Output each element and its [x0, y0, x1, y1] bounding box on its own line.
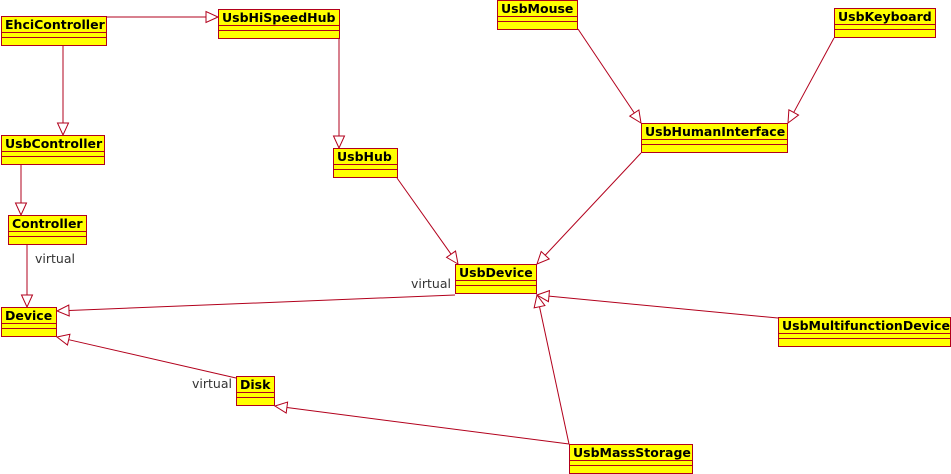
edge-line [539, 306, 570, 445]
inheritance-edge-usbhub-to-usbdevice [396, 177, 459, 265]
inheritance-edge-usbkeyboard-to-usbhumaninterface [787, 37, 835, 125]
class-name: Controller [9, 216, 86, 232]
inheritance-edge-ehcicontroller-to-usbcontroller [56, 46, 70, 137]
attributes-compartment [456, 281, 536, 286]
inheritance-edge-usbmassstorage-to-usbdevice [533, 293, 570, 445]
inheritance-edge-ehcicontroller-to-usbhispeedhub [107, 10, 220, 24]
class-usb-mouse[interactable]: UsbMouse [497, 0, 578, 30]
generalization-arrowhead [14, 202, 28, 217]
attributes-compartment [219, 26, 339, 31]
operations-compartment [2, 38, 106, 42]
operations-compartment [237, 398, 274, 402]
edge-line [68, 339, 237, 379]
generalization-arrowhead [55, 304, 70, 317]
class-name: EhciController [2, 17, 106, 33]
class-usb-controller[interactable]: UsbController [1, 135, 105, 165]
class-name: Disk [237, 377, 274, 393]
operations-compartment [334, 170, 397, 174]
class-usb-hub[interactable]: UsbHub [333, 148, 398, 178]
operations-compartment [779, 339, 950, 343]
attributes-compartment [498, 17, 577, 22]
edge-line [68, 294, 456, 312]
generalization-arrowhead [332, 135, 346, 150]
inheritance-edge-usbmassstorage-to-disk [273, 401, 570, 445]
class-name: Device [2, 308, 56, 324]
inheritance-edge-usbhispeedhub-to-usbhub [332, 38, 346, 150]
operations-compartment [2, 157, 104, 161]
class-name: UsbMassStorage [570, 445, 692, 461]
operations-compartment [9, 237, 86, 241]
class-disk[interactable]: Disk [236, 376, 275, 406]
generalization-arrowhead [273, 401, 289, 414]
edge-line [286, 407, 570, 445]
attributes-compartment [2, 324, 56, 329]
class-usb-human-interface[interactable]: UsbHumanInterface [641, 123, 788, 153]
attributes-compartment [642, 140, 787, 145]
operations-compartment [570, 466, 692, 470]
inheritance-edge-usbmultifunctiondevice-to-usbdevice [535, 289, 779, 319]
inheritance-edge-usbcontroller-to-controller [14, 165, 28, 217]
operations-compartment [835, 30, 935, 34]
operations-compartment [219, 31, 339, 35]
attributes-compartment [2, 152, 104, 157]
edge-line [396, 177, 452, 255]
attributes-compartment [9, 232, 86, 237]
edge-line [793, 37, 835, 113]
generalization-arrowhead [55, 333, 71, 346]
edge-line [544, 152, 642, 256]
generalization-arrowhead [535, 289, 551, 303]
attributes-compartment [835, 25, 935, 30]
generalization-arrowhead [536, 250, 551, 265]
inheritance-edge-usbmouse-to-usbhumaninterface [577, 28, 642, 124]
inheritance-edge-usbhumaninterface-to-usbdevice [536, 152, 642, 265]
class-ehci-controller[interactable]: EhciController [1, 16, 107, 46]
class-name: UsbMultifunctionDevice [779, 318, 950, 334]
class-usb-multifunction-device[interactable]: UsbMultifunctionDevice [778, 317, 951, 347]
attributes-compartment [779, 334, 950, 339]
class-usb-hi-speed-hub[interactable]: UsbHiSpeedHub [218, 9, 340, 39]
attributes-compartment [237, 393, 274, 398]
edge-line [548, 295, 779, 319]
class-usb-mass-storage[interactable]: UsbMassStorage [569, 444, 693, 474]
class-name: UsbHiSpeedHub [219, 10, 339, 26]
class-controller[interactable]: Controller [8, 215, 87, 245]
generalization-arrowhead [787, 109, 800, 125]
attributes-compartment [2, 33, 106, 38]
class-name: UsbDevice [456, 265, 536, 281]
generalization-arrowhead [628, 109, 642, 124]
operations-compartment [456, 286, 536, 290]
inheritance-edge-disk-to-device [55, 333, 237, 379]
edge-label-usb-device-device: virtual [411, 276, 451, 291]
class-usb-device[interactable]: UsbDevice [455, 264, 537, 294]
edge-label-disk-device: virtual [192, 376, 232, 391]
operations-compartment [2, 329, 56, 333]
generalization-arrowhead [445, 250, 459, 265]
attributes-compartment [570, 461, 692, 466]
generalization-arrowhead [20, 294, 34, 309]
class-name: UsbHumanInterface [642, 124, 787, 140]
operations-compartment [642, 145, 787, 149]
generalization-arrowhead [56, 122, 70, 137]
generalization-arrowhead [205, 10, 220, 24]
inheritance-edge-usbdevice-to-device [55, 294, 456, 317]
class-device[interactable]: Device [1, 307, 57, 337]
operations-compartment [498, 22, 577, 26]
class-name: UsbHub [334, 149, 397, 165]
edge-line [577, 28, 635, 114]
class-name: UsbKeyboard [835, 9, 935, 25]
attributes-compartment [334, 165, 397, 170]
generalization-arrowhead [533, 293, 546, 309]
class-name: UsbController [2, 136, 104, 152]
class-usb-keyboard[interactable]: UsbKeyboard [834, 8, 936, 38]
class-name: UsbMouse [498, 1, 577, 17]
inheritance-edge-controller-to-device [20, 245, 34, 309]
edge-label-controller-device: virtual [35, 251, 75, 266]
